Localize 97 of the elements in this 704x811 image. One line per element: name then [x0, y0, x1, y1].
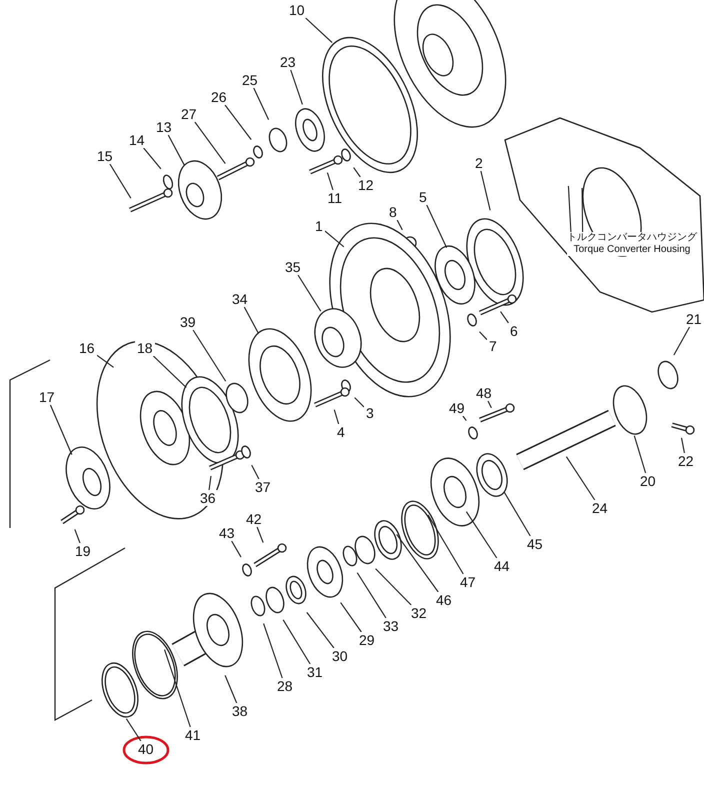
leader-line — [334, 410, 340, 424]
leader-line — [231, 540, 242, 558]
leader-line — [462, 416, 467, 421]
leader-line — [568, 186, 572, 232]
callout-number: 12 — [356, 177, 376, 193]
callout-number: 49 — [447, 400, 467, 416]
callout-number: 13 — [154, 119, 174, 135]
callout-number: 43 — [217, 525, 237, 541]
callout-number: 6 — [508, 323, 520, 339]
leader-line — [375, 568, 412, 606]
leader-line — [298, 274, 322, 312]
callout-number: 37 — [253, 479, 273, 495]
leader-line — [305, 18, 332, 43]
callout-number: 31 — [305, 664, 325, 680]
callout-number: 24 — [590, 500, 610, 516]
callout-number: 11 — [326, 190, 344, 206]
leader-line — [168, 134, 185, 166]
callout-number: 28 — [275, 678, 295, 694]
leader-line — [224, 675, 238, 704]
leader-line — [208, 476, 212, 490]
leader-line — [326, 172, 334, 190]
callout-number: 2 — [473, 155, 485, 171]
callout-number: 3 — [364, 405, 376, 421]
leader-line — [50, 404, 72, 455]
leader-line — [340, 602, 362, 632]
callout-number: 32 — [409, 605, 429, 621]
leader-line — [356, 572, 386, 618]
callout-number: 26 — [209, 89, 229, 105]
callout-number: 16 — [77, 340, 97, 356]
callout-number: 33 — [381, 618, 401, 634]
leader-line — [680, 438, 685, 454]
leader-line — [634, 436, 646, 474]
callout-number: 36 — [198, 490, 218, 506]
callout-number: 40 — [136, 741, 156, 757]
callout-number: 46 — [434, 592, 454, 608]
leader-line — [504, 492, 531, 536]
callout-number: 17 — [37, 389, 57, 405]
leader-line — [396, 220, 403, 230]
callout-number: 1 — [313, 218, 325, 234]
callout-number: 5 — [417, 189, 429, 205]
leader-line — [256, 526, 264, 543]
leader-line — [479, 331, 488, 340]
leader-line — [152, 356, 187, 388]
callout-number: 47 — [458, 574, 478, 590]
callout-number: 35 — [283, 259, 303, 275]
callout-number: 41 — [183, 727, 203, 743]
leader-line — [74, 529, 80, 544]
callout-number: 39 — [178, 314, 198, 330]
callout-number: 25 — [240, 72, 260, 88]
leader-line — [428, 514, 464, 574]
leader-line — [253, 88, 270, 120]
callout-number: 15 — [95, 148, 115, 164]
callout-number: 7 — [487, 338, 499, 354]
leader-line — [324, 230, 344, 248]
leader-line — [354, 397, 364, 408]
callout-number: 20 — [638, 473, 658, 489]
callout-number: 23 — [278, 54, 298, 70]
leader-line — [126, 718, 142, 742]
callout-number: 45 — [525, 536, 545, 552]
leader-line — [466, 511, 498, 558]
leader-line — [290, 70, 303, 105]
leader-line — [566, 456, 596, 500]
leader-line — [500, 311, 509, 324]
callout-number: 19 — [73, 543, 93, 559]
callout-number: 42 — [244, 511, 264, 527]
callout-number: 48 — [474, 385, 494, 401]
leader-line — [426, 204, 448, 248]
leader-line — [244, 306, 259, 334]
callout-number: 44 — [492, 558, 512, 574]
leader-line — [396, 534, 439, 592]
callout-number: 30 — [330, 648, 350, 664]
leader-line — [224, 104, 252, 140]
leader-line — [582, 188, 584, 232]
leader-line — [353, 167, 361, 178]
leader-line — [282, 620, 311, 664]
callout-number: 14 — [127, 132, 147, 148]
leader-line — [164, 649, 191, 728]
leader-line — [96, 354, 114, 368]
callout-number: 4 — [335, 424, 347, 440]
leader-line — [251, 464, 260, 480]
callout-number: 38 — [230, 703, 250, 719]
callout-number: 22 — [676, 453, 696, 469]
callout-number: 27 — [179, 106, 199, 122]
leader-line — [480, 170, 491, 210]
callout-number: 10 — [287, 2, 307, 18]
callout-number: 29 — [357, 632, 377, 648]
leader-line — [263, 623, 283, 678]
leader-line — [194, 122, 226, 164]
leader-line — [109, 164, 132, 198]
callout-number: 34 — [230, 291, 250, 307]
leader-line — [192, 330, 226, 382]
leader-line — [673, 326, 690, 356]
callout-number: 8 — [387, 204, 399, 220]
callout-number: 18 — [135, 340, 155, 356]
callout-number: 21 — [684, 311, 704, 327]
leader-line — [143, 148, 162, 170]
leader-line — [306, 612, 334, 648]
